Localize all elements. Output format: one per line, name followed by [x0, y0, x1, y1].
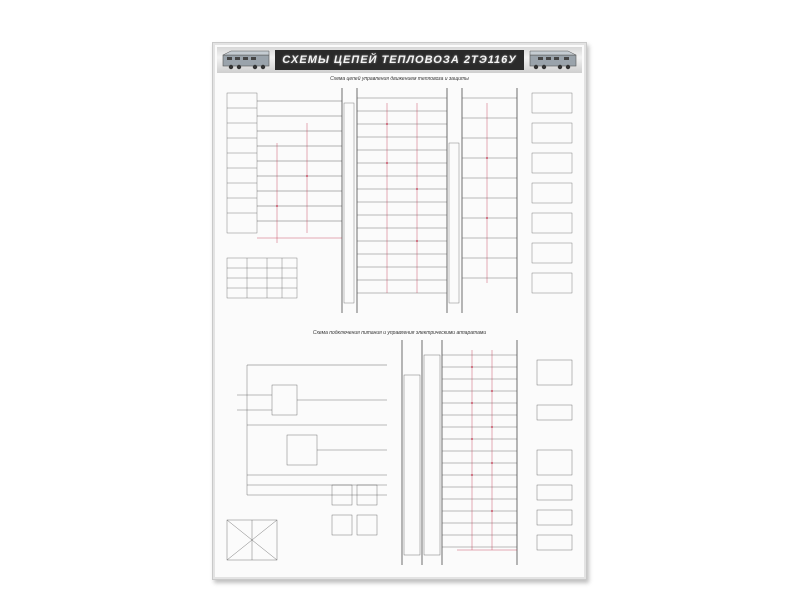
poster-title: СХЕМЫ ЦЕПЕЙ ТЕПЛОВОЗА 2ТЭ116У: [275, 50, 524, 70]
poster-board: СХЕМЫ ЦЕПЕЙ ТЕПЛОВОЗА 2ТЭ116У Схема цепе…: [212, 42, 587, 580]
locomotive-icon: [222, 50, 270, 70]
control-circuit-diagram: [226, 88, 573, 313]
poster-banner: СХЕМЫ ЦЕПЕЙ ТЕПЛОВОЗА 2ТЭ116У: [217, 47, 582, 73]
section2-title: Схема подключения питания и управления э…: [312, 330, 487, 336]
locomotive-icon: [529, 50, 577, 70]
power-circuit-diagram: [226, 340, 573, 565]
section1-title: Схема цепей управления движением теплово…: [330, 76, 469, 82]
